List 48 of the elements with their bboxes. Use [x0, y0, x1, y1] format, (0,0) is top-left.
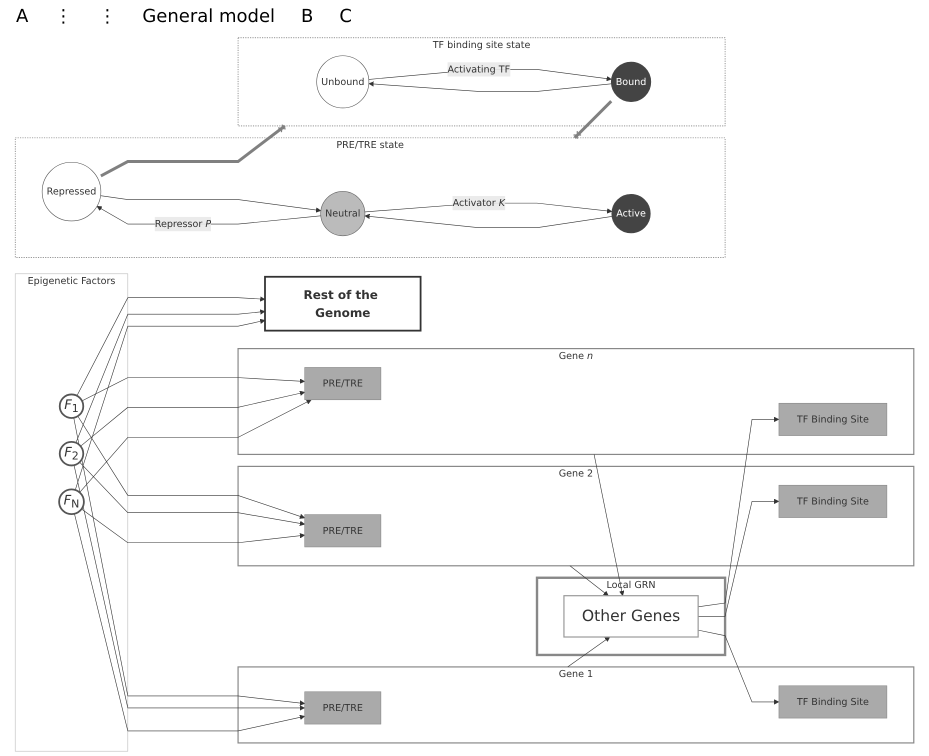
node-circle: Repressed [42, 162, 102, 222]
connector [572, 100, 612, 140]
panel-letter: C [338, 6, 353, 27]
node-box: TF Binding Site [778, 685, 888, 718]
node-circle: Neutral [320, 191, 366, 236]
node-box: TF Binding Site [778, 484, 888, 518]
arrow [698, 416, 780, 608]
arrow [364, 214, 612, 228]
node-circle: Bound [610, 62, 652, 102]
panel-letter: B [300, 6, 314, 27]
ellipsis-dots: ⋮ [53, 6, 74, 27]
edge-label: Repressor P [154, 218, 212, 230]
node-circle: Unbound [316, 55, 370, 108]
node-circle: F$_{N}$ [58, 488, 85, 516]
node-box: Rest of the Genome [264, 276, 422, 332]
arrow [81, 508, 305, 544]
edge-label: Activating TF [448, 63, 510, 75]
arrow [570, 566, 609, 596]
node-circle: Active [611, 194, 651, 234]
arrow [82, 377, 305, 402]
ellipsis-dots: ⋮ [97, 6, 118, 27]
panel-letter: A [15, 6, 30, 27]
arrow [73, 417, 305, 706]
arrow [368, 81, 612, 92]
node-box: PRE/TRE [304, 691, 382, 724]
arrow [80, 390, 305, 446]
arrow [698, 498, 780, 617]
arrow [76, 309, 266, 444]
arrow [76, 296, 266, 396]
arrow [74, 513, 305, 732]
arrow [79, 400, 312, 493]
arrow [594, 454, 624, 596]
node-box: Other Genes [563, 595, 699, 638]
arrow [100, 195, 322, 213]
arrow [567, 636, 610, 668]
arrow [77, 416, 305, 519]
node-box: PRE/TRE [304, 367, 382, 400]
arrow [74, 464, 305, 711]
node-box: TF Binding Site [778, 402, 888, 436]
arrow [698, 630, 780, 705]
edge-label: Activator K [452, 197, 506, 209]
node-circle: F$_{1}$ [58, 394, 84, 419]
arrow [79, 462, 305, 526]
node-box: PRE/TRE [304, 514, 382, 548]
arrow [74, 318, 266, 490]
connector [100, 124, 286, 178]
node-circle: F$_{2}$ [58, 441, 84, 466]
panel-caption: General model [141, 6, 276, 27]
